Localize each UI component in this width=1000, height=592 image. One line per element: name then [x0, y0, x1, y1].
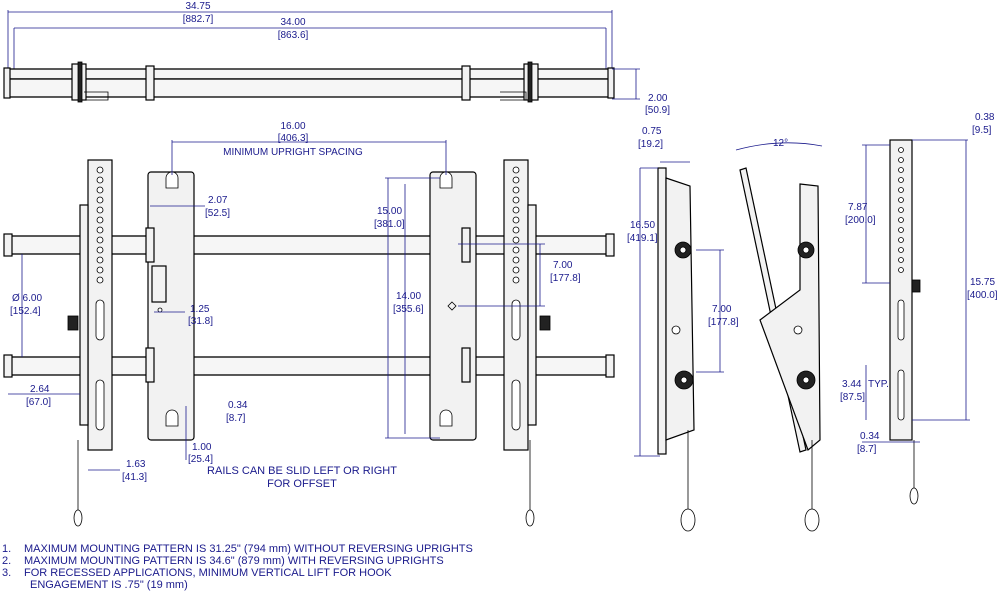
right-344-mm: [87.5] — [840, 392, 865, 403]
side-700-in: 7.00 — [712, 304, 732, 315]
rail-depth-mm: [50.9] — [645, 105, 670, 116]
upright-spacing-mm: [406.3] — [278, 133, 309, 144]
slot-034-in: 0.34 — [228, 400, 248, 411]
right-787-mm: [200.0] — [845, 215, 876, 226]
rail-dia-in: Ø 6.00 — [12, 293, 42, 304]
right-upright-holes — [511, 166, 521, 431]
height-14-mm: [355.6] — [393, 304, 424, 315]
note-2-text: MAXIMUM MOUNTING PATTERN IS 34.6" (879 m… — [24, 555, 444, 567]
right-344-in: 3.44 — [842, 379, 862, 390]
offset-callout-line1: RAILS CAN BE SLID LEFT OR RIGHT — [207, 465, 397, 477]
slot-034-mm: [8.7] — [226, 413, 246, 424]
rail-depth-in: 2.00 — [648, 93, 668, 104]
overall-width-in: 34.75 — [185, 1, 210, 12]
slot-100-in: 1.00 — [192, 442, 212, 453]
right-034-in: 0.34 — [860, 431, 880, 442]
bottom-163-in: 1.63 — [126, 459, 146, 470]
side-700-mm: [177.8] — [708, 317, 739, 328]
note-2-num: 2. — [2, 555, 11, 567]
side-075-in: 0.75 — [642, 126, 662, 137]
overall-width-mm: [882.7] — [183, 14, 214, 25]
note-3-cont: ENGAGEMENT IS .75" (19 mm) — [30, 579, 188, 591]
right-side-view: 0.38 [9.5] 7.87 [200.0] 15.75 [400.0] 3.… — [840, 112, 998, 505]
right-034-mm: [8.7] — [857, 444, 877, 455]
hook-offset-mm: [52.5] — [205, 208, 230, 219]
upright-spacing-in: 16.00 — [280, 121, 305, 132]
note-3-num: 3. — [2, 567, 11, 579]
spacing-7-mm: [177.8] — [550, 273, 581, 284]
left-264-mm: [67.0] — [26, 397, 51, 408]
side-075-mm: [19.2] — [638, 139, 663, 150]
rail-width-mm: [863.6] — [278, 30, 309, 41]
right-1575-in: 15.75 — [970, 277, 995, 288]
left-bracket — [147, 171, 195, 441]
bottom-163-mm: [41.3] — [122, 472, 147, 483]
height-15-in: 15.00 — [377, 206, 402, 217]
right-038-in: 0.38 — [975, 112, 995, 123]
left-264-in: 2.64 — [30, 384, 50, 395]
bracket-offset-mm: [31.8] — [188, 316, 213, 327]
side-1650-in: 16.50 — [630, 220, 655, 231]
hook-offset-in: 2.07 — [208, 195, 228, 206]
right-side-holes — [897, 147, 905, 421]
height-14-in: 14.00 — [396, 291, 421, 302]
tilt-view: 12° — [735, 138, 823, 532]
right-1575-mm: [400.0] — [967, 290, 998, 301]
side-view: 0.75 [19.2] 16.50 [419.1] 7.00 [177.8] — [627, 126, 739, 532]
offset-callout-line2: FOR OFFSET — [267, 478, 337, 490]
left-upright-holes — [95, 166, 105, 431]
slot-100-mm: [25.4] — [188, 454, 213, 465]
top-view: 34.75 [882.7] 34.00 [863.6] 2.00 [50.9] — [3, 1, 670, 116]
right-344-typ: TYP. — [868, 379, 889, 390]
right-038-mm: [9.5] — [972, 125, 992, 136]
side-1650-mm: [419.1] — [627, 233, 658, 244]
rail-dia-mm: [152.4] — [10, 306, 41, 317]
rail-width-in: 34.00 — [280, 17, 305, 28]
front-view: 16.00 [406.3] MINIMUM UPRIGHT SPACING 2.… — [3, 121, 615, 527]
upright-spacing-label: MINIMUM UPRIGHT SPACING — [223, 147, 363, 158]
bracket-offset-in: 1.25 — [190, 304, 210, 315]
top-rail-upper — [7, 68, 613, 80]
note-3-text: FOR RECESSED APPLICATIONS, MINIMUM VERTI… — [24, 567, 392, 579]
top-rail-body — [7, 78, 613, 98]
spacing-7-in: 7.00 — [553, 260, 573, 271]
note-1-text: MAXIMUM MOUNTING PATTERN IS 31.25" (794 … — [24, 543, 473, 555]
tilt-angle: 12° — [773, 138, 788, 149]
note-1-num: 1. — [2, 543, 11, 555]
notes: 1. MAXIMUM MOUNTING PATTERN IS 31.25" (7… — [2, 543, 473, 591]
height-15-mm: [381.0] — [374, 219, 405, 230]
right-787-in: 7.87 — [848, 202, 868, 213]
